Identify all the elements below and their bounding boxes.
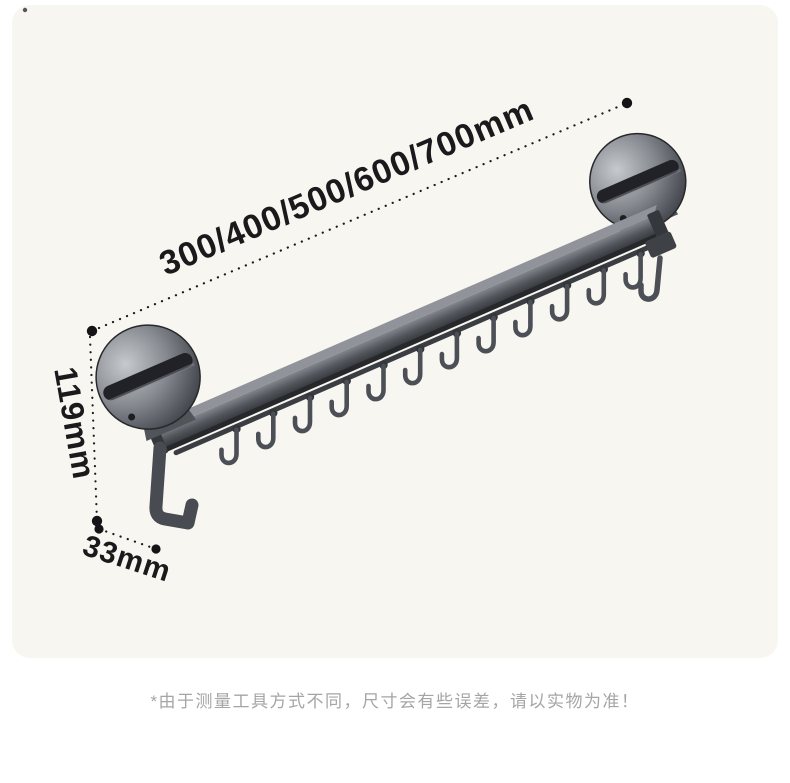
length-dotted-line	[90, 101, 629, 333]
rail-bar	[148, 205, 677, 456]
right-cup-slot-highlight	[599, 169, 681, 207]
left-cup-slot	[103, 352, 193, 401]
depth-dimension-label: 33mm	[79, 529, 175, 588]
hook-j-curve	[219, 427, 239, 466]
left-cup-indicator-dot	[128, 413, 136, 421]
hook	[623, 249, 645, 290]
height-endpoint-dot	[91, 515, 103, 527]
bar-end-cap-right	[647, 210, 669, 239]
hook-j-curve	[402, 347, 423, 386]
right-cup-slot	[596, 159, 679, 204]
hook-j-curve	[256, 411, 276, 450]
hook	[549, 281, 572, 322]
hook-j-curve	[513, 299, 533, 338]
hook	[402, 344, 425, 386]
length-dimension: 300/400/500/600/700mm	[86, 90, 633, 337]
left-cup-slot-highlight	[106, 363, 195, 404]
hook	[366, 360, 388, 402]
bar-front-face	[154, 216, 662, 451]
hook	[476, 312, 498, 354]
left-l-hook	[149, 441, 199, 530]
left-suction-mount	[95, 324, 201, 442]
hook-j-curve	[476, 315, 496, 354]
depth-endpoint-dot	[94, 524, 104, 534]
measurement-disclaimer: *由于测量工具方式不同，尺寸会有些误差，请以实物为准！	[150, 692, 640, 711]
right-corner-clamp	[645, 231, 677, 258]
depth-dotted-line	[97, 527, 158, 551]
depth-endpoint-dot	[151, 544, 161, 554]
right-end-hook	[638, 255, 663, 302]
hooks-layer	[219, 249, 645, 466]
hook-j-curve	[623, 252, 643, 290]
hook	[586, 265, 608, 306]
hook-j-curve	[366, 363, 386, 402]
rack-body	[95, 132, 687, 456]
height-dotted-line	[88, 335, 99, 523]
height-dimension: 119mm	[47, 335, 103, 527]
hook-j-curve	[439, 331, 460, 370]
depth-dimension: 33mm	[79, 524, 175, 589]
length-dimension-label: 300/400/500/600/700mm	[154, 90, 539, 283]
hook	[292, 392, 315, 434]
height-dimension-label: 119mm	[47, 364, 102, 482]
hook-j-curve	[329, 379, 349, 418]
hook	[219, 424, 241, 466]
hook-slide-rail	[173, 243, 654, 456]
hook-j-curve	[549, 283, 570, 322]
bar-bottom-edge	[160, 231, 663, 454]
hook	[256, 408, 278, 450]
hook	[439, 328, 462, 370]
bar-top-face	[154, 205, 657, 434]
hook	[513, 296, 535, 338]
length-endpoint-dot	[621, 97, 633, 109]
hook	[329, 376, 351, 418]
hook-j-curve	[292, 395, 313, 434]
end-hooks	[149, 255, 663, 530]
hook-j-curve	[586, 267, 607, 306]
length-endpoint-dot	[86, 325, 98, 337]
stray-mark	[22, 7, 28, 13]
dimension-annotations: 300/400/500/600/700mm 119mm 33mm	[22, 7, 633, 589]
